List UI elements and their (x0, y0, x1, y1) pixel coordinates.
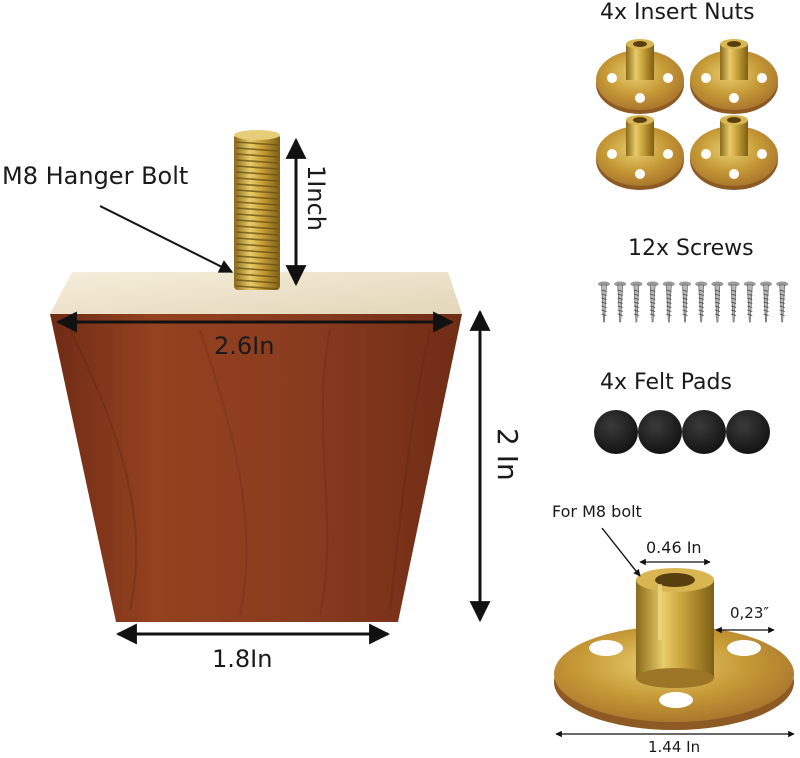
height-label: 2 In (491, 428, 524, 481)
screws-group (598, 281, 789, 323)
leg-top-face (50, 272, 462, 314)
top-width-label: 2.6In (214, 332, 275, 360)
screw (727, 281, 740, 323)
screw (598, 281, 610, 323)
bottom-width-label: 1.8In (212, 645, 273, 673)
felt-pads-title: 4x Felt Pads (600, 370, 732, 395)
bolt-length-label: 1Inch (302, 165, 330, 231)
felt-pad (638, 410, 682, 454)
insert-nuts-title: 4x Insert Nuts (600, 0, 755, 25)
screw (711, 281, 724, 323)
felt-pad (682, 410, 726, 454)
nut-barrel-label: 0.46 In (646, 538, 702, 557)
screw (662, 281, 675, 323)
screw (695, 281, 708, 323)
for-bolt-pointer (601, 527, 641, 577)
nut-diameter-label: 1.44 In (648, 738, 701, 756)
insert-nut (690, 115, 778, 190)
insert-nut (596, 39, 684, 114)
insert-nut (690, 39, 778, 114)
wooden-leg (50, 272, 462, 622)
screws-title: 12x Screws (628, 236, 754, 261)
felt-pads-group (594, 410, 770, 454)
hanger-bolt (234, 130, 280, 290)
screw (679, 281, 691, 323)
felt-pad (594, 410, 638, 454)
screw (646, 281, 659, 323)
leg-body (50, 314, 462, 622)
hanger-bolt-label: M8 Hanger Bolt (2, 162, 189, 190)
screw (776, 281, 789, 323)
screw (760, 281, 772, 323)
felt-pad (726, 410, 770, 454)
for-bolt-label: For M8 bolt (552, 502, 642, 521)
screw (743, 281, 756, 323)
hanger-bolt-pointer (99, 205, 234, 273)
screw (614, 281, 627, 323)
insert-nuts-group (596, 39, 778, 190)
insert-nut (596, 115, 684, 190)
screw (630, 281, 643, 323)
nut-thickness-label: 0,23″ (730, 604, 770, 622)
insert-nut-detail (554, 568, 794, 730)
